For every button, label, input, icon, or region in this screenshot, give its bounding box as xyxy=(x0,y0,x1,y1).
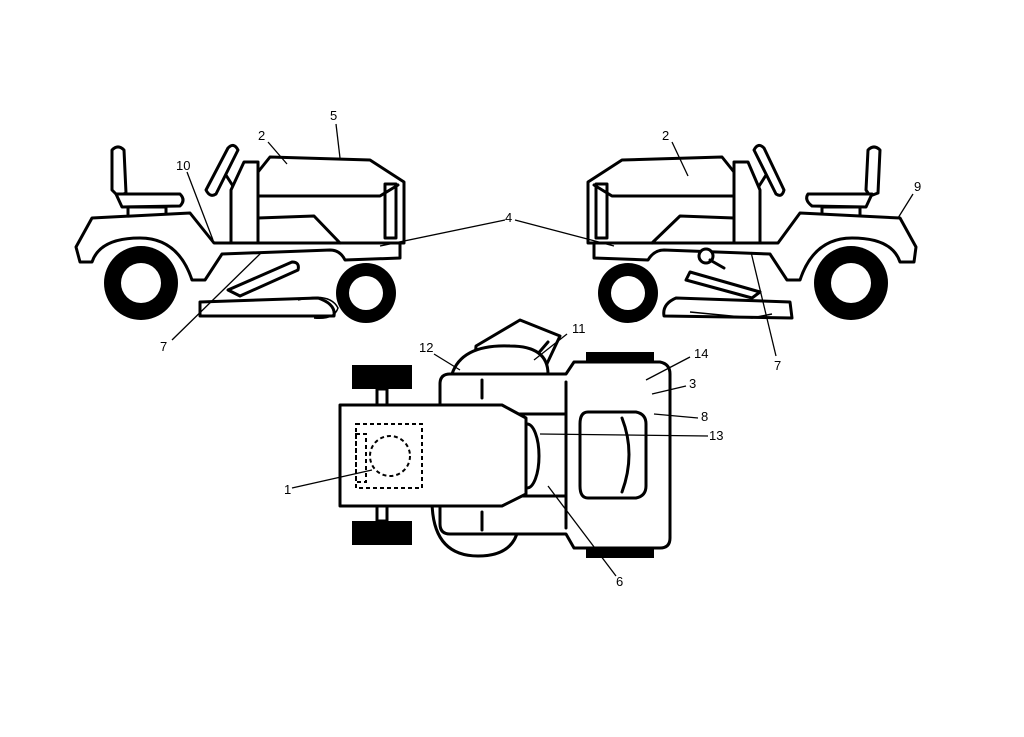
engine-side-dashed xyxy=(355,433,367,483)
callout-14: 14 xyxy=(694,346,708,361)
discharge-chute-outline xyxy=(689,311,773,319)
steering-wheel xyxy=(204,143,240,197)
seat-back xyxy=(110,145,128,198)
rear-fender xyxy=(74,211,402,282)
callout-4: 4 xyxy=(505,210,512,225)
callout-12: 12 xyxy=(419,340,433,355)
callout-1: 1 xyxy=(284,482,291,497)
hood-line-upper xyxy=(256,183,400,198)
front-wheel-top-right xyxy=(352,521,412,545)
deck-edge-top xyxy=(450,344,550,376)
hood-line-upper xyxy=(592,183,736,198)
seat-backrest-top xyxy=(620,416,631,494)
deck-lift-lever xyxy=(684,270,762,300)
tractor-top-view xyxy=(338,318,672,558)
callout-6: 6 xyxy=(616,574,623,589)
callout-8: 8 xyxy=(701,409,708,424)
hood-vent xyxy=(594,182,609,240)
hood xyxy=(586,155,736,245)
discharge-chute-outline xyxy=(297,296,339,320)
callout-7-right: 7 xyxy=(774,358,781,373)
front-wheel-top-left xyxy=(352,365,412,389)
hood-vent xyxy=(383,182,398,240)
callout-11: 11 xyxy=(572,321,586,336)
seat-back xyxy=(864,145,882,198)
rear-wheel-hub xyxy=(831,263,871,303)
engine-cap-dashed xyxy=(369,435,411,477)
callout-9: 9 xyxy=(914,179,921,194)
front-axle-stub-top xyxy=(375,387,389,407)
callout-2-right: 2 xyxy=(662,128,669,143)
rear-wheel-hub xyxy=(121,263,161,303)
rear-fender xyxy=(592,211,918,282)
callout-13: 13 xyxy=(709,428,723,443)
mower-deck xyxy=(198,296,336,318)
tractor-left-side-view xyxy=(74,143,406,323)
front-wheel-hub xyxy=(611,276,645,310)
hood xyxy=(256,155,406,245)
dash-panel xyxy=(229,160,260,245)
callout-5: 5 xyxy=(330,108,337,123)
hood-line-lower xyxy=(650,214,736,245)
hood-line-lower xyxy=(256,214,342,245)
seat-cushion xyxy=(114,192,185,209)
callout-2-left: 2 xyxy=(258,128,265,143)
hood-top-view xyxy=(338,403,528,508)
seat-cushion xyxy=(805,192,874,209)
callout-3: 3 xyxy=(689,376,696,391)
seat-top-view xyxy=(578,410,648,500)
callout-labels: 2 5 10 4 7 2 9 7 1 11 12 14 3 8 13 6 xyxy=(160,108,921,589)
dash-panel xyxy=(732,160,762,245)
tractor-right-side-view xyxy=(586,143,918,323)
lever-shaft xyxy=(708,258,726,270)
front-wheel-hub xyxy=(349,276,383,310)
callout-7-left: 7 xyxy=(160,339,167,354)
leader-lines xyxy=(171,123,914,577)
deck-lift-lever xyxy=(226,260,300,298)
steering-wheel xyxy=(752,143,786,197)
callout-10: 10 xyxy=(176,158,190,173)
